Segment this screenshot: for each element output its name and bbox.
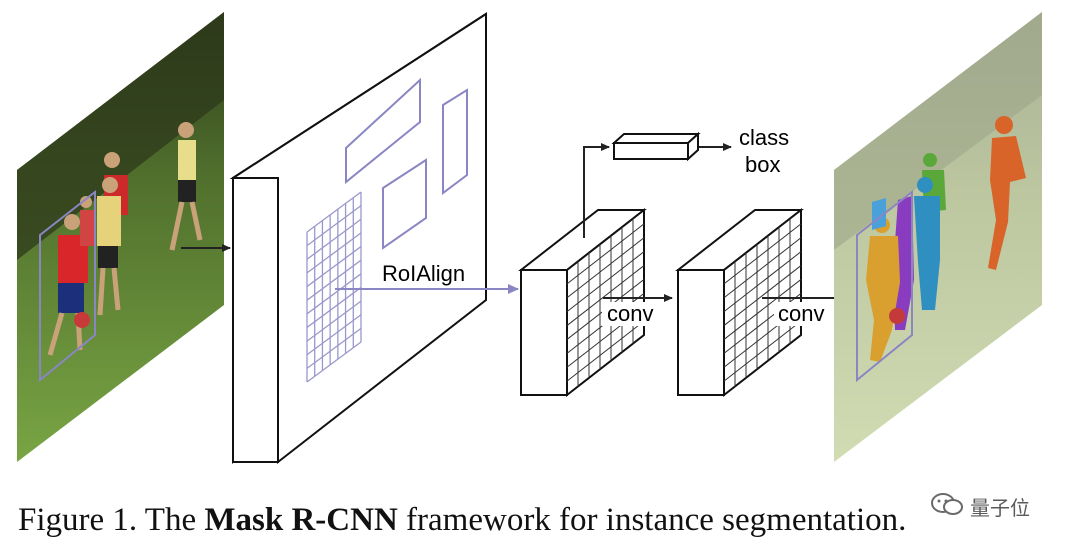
grid-line [306,286,362,328]
figure-caption: Figure 1. The Mask R-CNN framework for i… [18,500,1068,540]
segmentation-masks [866,116,1026,362]
grid-line [723,251,802,313]
grid-line [566,265,645,326]
grid-line [306,232,362,274]
class-label: class [739,125,789,150]
grid-line [306,314,362,356]
watermark: 量子位 [930,488,1070,522]
grid-line [566,223,645,285]
fc-box [611,131,701,162]
grid-line [723,265,802,326]
caption-prefix: Figure 1. The [18,502,205,538]
grid-line [306,327,362,369]
player-figures [47,122,203,356]
conv-label-1: conv [607,301,653,326]
grid-line [723,279,802,340]
grid-line [306,246,362,288]
input-image [17,12,224,462]
grid-line [306,341,362,383]
grid-line [566,237,645,299]
caption-suffix: framework for instance segmentation. [397,502,907,538]
conv-block-2 [675,207,804,398]
grid-line [306,259,362,301]
grid-line [566,320,645,382]
roi-grid [306,191,362,383]
feature-map [229,12,487,465]
mask-rcnn-diagram: RoIAlign class box conv conv [17,12,1042,465]
grid-line [723,223,802,285]
grid-line [306,218,362,260]
conv-label-2-bg [774,302,832,326]
grid-line [306,300,362,342]
grid-line [306,205,362,247]
roialign-label: RoIAlign [382,261,465,286]
grid-line [306,191,362,233]
grid-line [566,251,645,313]
box-label: box [745,152,780,177]
output-image [834,12,1042,462]
conv-label-2: conv [778,301,824,326]
conv-block-1 [518,207,647,398]
grid-line [723,237,802,299]
conv-label-1-bg [602,302,660,326]
head-arrows [583,143,732,238]
wechat-icon [931,493,963,515]
grid-line [723,320,802,382]
grid-line [306,273,362,315]
caption-model-name: Mask R-CNN [204,502,398,538]
watermark-text: 量子位 [970,496,1030,520]
roi-boxes [345,77,468,250]
